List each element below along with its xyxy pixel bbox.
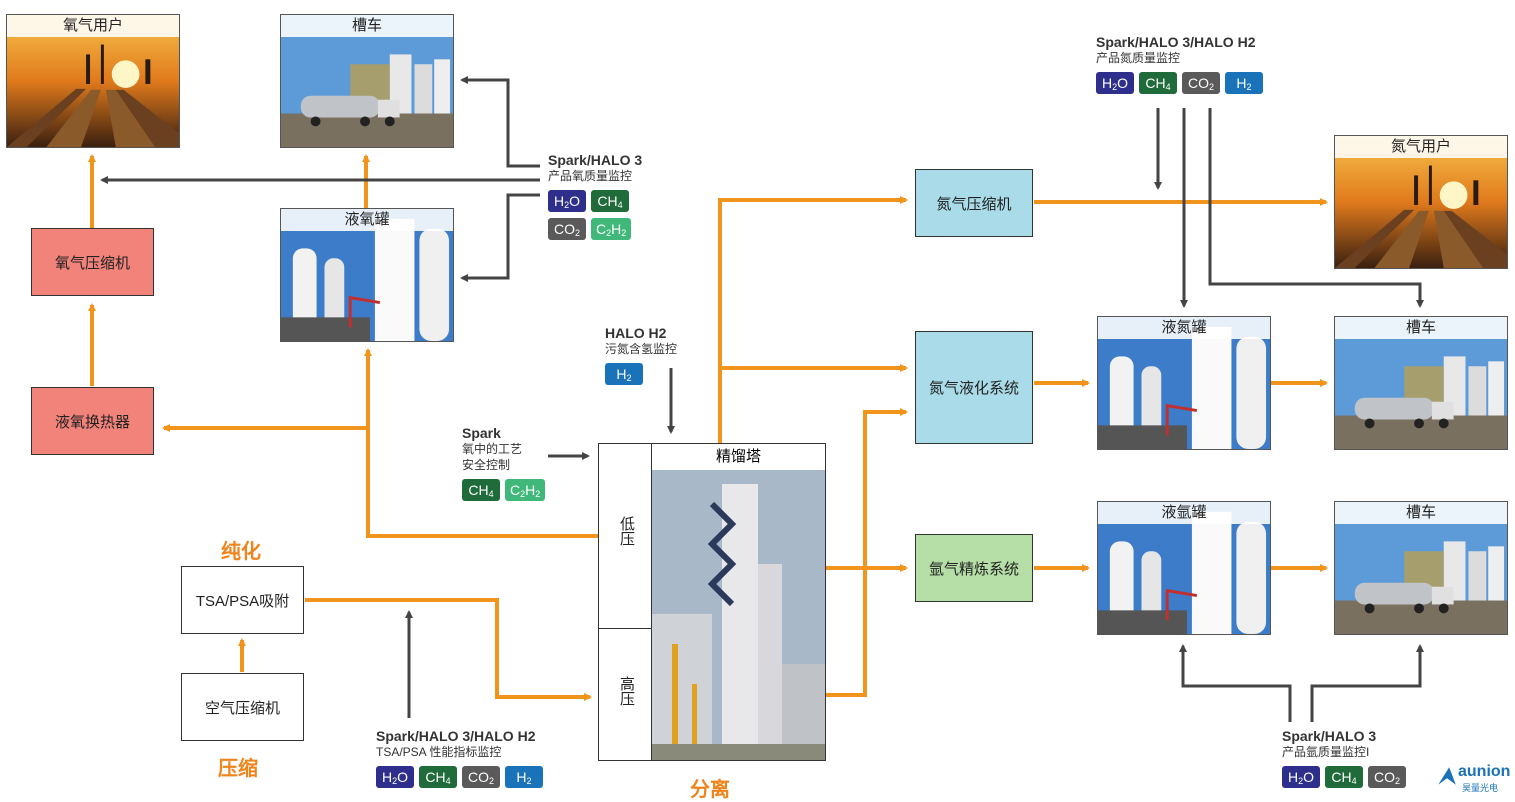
ch4-badge: CH4	[591, 190, 629, 212]
n2-user-photo: 氮气用户	[1334, 135, 1508, 269]
ar-refining-box: 氩气精炼系统	[915, 534, 1033, 602]
tsa-monitor-subtitle: TSA/PSA 性能指标监控	[376, 745, 502, 759]
h2-badge: H2	[1225, 72, 1263, 94]
tanker-image	[1335, 317, 1507, 449]
lar-tank-photo: 液氩罐	[1097, 501, 1271, 635]
co2-badge: CO2	[548, 218, 586, 240]
tanker-mid-caption: 槽车	[1335, 317, 1507, 339]
tanker-image	[281, 15, 453, 147]
column-tower-image	[652, 470, 825, 760]
tanker-bottom-photo: 槽车	[1334, 501, 1508, 635]
low-pressure-label: 低压	[618, 516, 635, 546]
tanker-top-caption: 槽车	[281, 15, 453, 37]
co2-badge: CO2	[462, 766, 500, 788]
h2o-badge: H2O	[548, 190, 586, 212]
waste-monitor-title: HALO H2	[605, 325, 667, 341]
co2-badge: CO2	[1368, 766, 1406, 788]
h2o-badge: H2O	[376, 766, 414, 788]
tanker-bottom-caption: 槽车	[1335, 502, 1507, 524]
ch4-badge: CH4	[1325, 766, 1363, 788]
tsa-psa-label: TSA/PSA吸附	[195, 592, 290, 610]
pipeline-image	[1335, 136, 1507, 268]
storage-tank-image	[1098, 317, 1270, 449]
n2-user-caption: 氮气用户	[1335, 136, 1507, 158]
n2-compressor-label: 氮气压缩机	[936, 195, 1012, 213]
o2-monitor-title: Spark/HALO 3	[548, 152, 643, 168]
aunion-logo: aunion 昊量光电	[1436, 763, 1511, 797]
column-caption: 精馏塔	[652, 444, 825, 470]
pipeline-image	[7, 15, 179, 147]
ch4-badge: CH4	[419, 766, 457, 788]
tsa-monitor-title: Spark/HALO 3/HALO H2	[376, 728, 536, 744]
o2-monitor-subtitle: 产品氧质量监控	[548, 169, 633, 183]
o2-compressor-box: 氧气压缩机	[31, 228, 154, 296]
storage-tank-image	[281, 209, 453, 341]
o2-user-photo: 氧气用户	[6, 14, 180, 148]
h2-badge: H2	[505, 766, 543, 788]
n2-monitor-title: Spark/HALO 3/HALO H2	[1096, 34, 1256, 50]
spark-monitor-title: Spark	[462, 425, 501, 441]
air-compressor-box: 空气压缩机	[181, 673, 304, 741]
n2-monitor-subtitle: 产品氮质量监控	[1096, 51, 1181, 65]
n2-product-monitor: Spark/HALO 3/HALO H2 产品氮质量监控 H2O CH4 CO2…	[1096, 34, 1263, 94]
tsa-psa-box: TSA/PSA吸附	[181, 566, 304, 634]
h2o-badge: H2O	[1096, 72, 1134, 94]
lox-tank-photo: 液氧罐	[280, 208, 454, 342]
storage-tank-image	[1098, 502, 1270, 634]
spark-safety-monitor: Spark 氧中的工艺 安全控制 CH4 C2H2	[462, 425, 546, 501]
co2-badge: CO2	[1182, 72, 1220, 94]
lar-tank-caption: 液氩罐	[1098, 502, 1270, 524]
n2-liquefaction-label: 氮气液化系统	[928, 380, 1019, 397]
lox-exchanger-label: 液氧换热器	[54, 413, 130, 431]
column-high-section: 高压	[599, 628, 652, 760]
o2-compressor-label: 氧气压缩机	[54, 254, 130, 272]
column-low-section: 低压	[599, 444, 652, 629]
distillation-column: 低压 高压 精馏塔	[598, 443, 826, 761]
ch4-badge: CH4	[1139, 72, 1177, 94]
column-photo: 精馏塔	[652, 444, 825, 760]
waste-monitor-subtitle: 污氮含氢监控	[605, 342, 678, 356]
spark-monitor-line1: 氧中的工艺	[462, 442, 523, 456]
c2h2-badge: C2H2	[505, 479, 546, 501]
stage-compress-label: 压缩	[218, 758, 258, 780]
tanker-top-photo: 槽车	[280, 14, 454, 148]
ar-monitor-subtitle: 产品氩质量监控I	[1282, 745, 1370, 759]
tanker-mid-photo: 槽车	[1334, 316, 1508, 450]
h2-badge: H2	[605, 363, 643, 385]
h2o-badge: H2O	[1282, 766, 1320, 788]
o2-product-monitor: Spark/HALO 3 产品氧质量监控 H2O CH4 CO2 C2H2	[548, 152, 642, 240]
lox-exchanger-box: 液氧换热器	[31, 387, 154, 455]
waste-n2-monitor: HALO H2 污氮含氢监控 H2	[605, 325, 677, 385]
spark-monitor-line2: 安全控制	[462, 458, 511, 472]
stage-purify-label: 纯化	[221, 541, 261, 563]
ar-monitor-title: Spark/HALO 3	[1282, 728, 1377, 744]
logo-subtext: 昊量光电	[1462, 783, 1499, 793]
tsa-performance-monitor: Spark/HALO 3/HALO H2 TSA/PSA 性能指标监控 H2O …	[376, 728, 543, 788]
stage-separate-label: 分离	[690, 779, 730, 801]
ln2-tank-caption: 液氮罐	[1098, 317, 1270, 339]
c2h2-badge: C2H2	[591, 218, 632, 240]
ch4-badge: CH4	[462, 479, 500, 501]
lox-tank-caption: 液氧罐	[281, 209, 453, 231]
logo-name: aunion	[1458, 763, 1511, 780]
o2-user-caption: 氧气用户	[7, 15, 179, 37]
air-compressor-label: 空气压缩机	[204, 699, 280, 717]
n2-compressor-box: 氮气压缩机	[915, 169, 1033, 237]
ar-refining-label: 氩气精炼系统	[928, 560, 1019, 578]
tanker-image	[1335, 502, 1507, 634]
high-pressure-label: 高压	[618, 676, 635, 706]
n2-liquefaction-box: 氮气液化系统	[915, 331, 1033, 444]
logo-mark-icon	[1438, 767, 1456, 785]
ar-product-monitor: Spark/HALO 3 产品氩质量监控I H2O CH4 CO2	[1282, 728, 1406, 788]
ln2-tank-photo: 液氮罐	[1097, 316, 1271, 450]
